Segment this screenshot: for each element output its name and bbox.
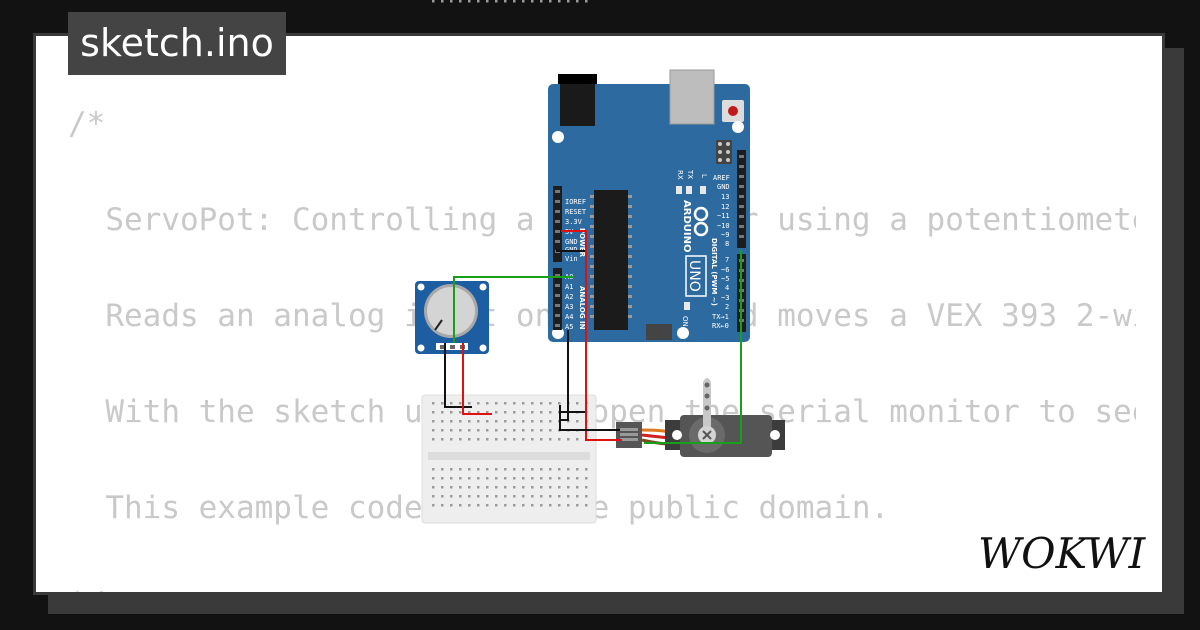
pin-label: GND bbox=[565, 238, 578, 246]
on-led-label: ON bbox=[681, 316, 689, 327]
pin-label: 3.3V bbox=[565, 218, 583, 226]
wokwi-logo-text: WOKWI bbox=[978, 529, 1147, 578]
arduino-infinity-icon bbox=[693, 206, 709, 237]
pin-label: RX←0 bbox=[712, 322, 729, 330]
pin-label: 12 bbox=[721, 203, 729, 211]
l-led-label: L bbox=[700, 174, 708, 178]
arduino-uno-board[interactable]: IOREF RESET 3.3V 5V GND GND Vin A0 A1 A2… bbox=[548, 69, 750, 342]
analog-section-label: ANALOG IN bbox=[578, 286, 586, 330]
pin-label: ~6 bbox=[721, 266, 729, 274]
pin-label: A1 bbox=[565, 283, 573, 291]
pin-label: RESET bbox=[565, 208, 587, 216]
rx-led-label: RX bbox=[676, 170, 684, 180]
pin-label: 13 bbox=[721, 193, 729, 201]
pin-label: 7 bbox=[725, 256, 729, 264]
pin-label: 4 bbox=[725, 284, 729, 292]
code-line: */ bbox=[68, 586, 105, 592]
pin-label: ~3 bbox=[721, 294, 729, 302]
pin-label: A2 bbox=[565, 293, 573, 301]
arduino-brand: ARDUINO bbox=[681, 200, 692, 252]
pin-label: ~5 bbox=[721, 275, 729, 283]
pin-label: A4 bbox=[565, 313, 573, 321]
pin-label: IOREF bbox=[565, 198, 586, 206]
pin-label: ~10 bbox=[717, 222, 730, 230]
arduino-model: UNO bbox=[686, 260, 702, 292]
pin-label: A5 bbox=[565, 323, 573, 331]
code-line: This example code is in the public domai… bbox=[105, 490, 890, 526]
wokwi-logo[interactable]: WOKWI bbox=[976, 526, 1151, 578]
pin-label: 8 bbox=[725, 240, 729, 248]
digital-section-label: DIGITAL (PWM ~) bbox=[710, 238, 718, 306]
pin-label: A3 bbox=[565, 303, 573, 311]
pin-label: AREF bbox=[713, 174, 730, 182]
pin-label: ~9 bbox=[721, 231, 729, 239]
pin-label: ~11 bbox=[717, 212, 730, 220]
sketch-title: sketch.ino bbox=[68, 12, 286, 75]
potentiometer-icon[interactable] bbox=[415, 281, 489, 354]
pin-label: 2 bbox=[725, 303, 729, 311]
breadboard-holes bbox=[432, 0, 588, 507]
breadboard[interactable] bbox=[421, 0, 597, 524]
tx-led-label: TX bbox=[686, 169, 694, 179]
pin-label: Vin bbox=[565, 255, 578, 263]
pin-label: GND bbox=[717, 183, 730, 191]
wires bbox=[444, 230, 742, 444]
power-section-label: POWER bbox=[578, 228, 586, 258]
code-line: /* bbox=[68, 106, 106, 142]
pin-label: TX→1 bbox=[712, 313, 729, 321]
servo-icon[interactable] bbox=[616, 378, 785, 457]
